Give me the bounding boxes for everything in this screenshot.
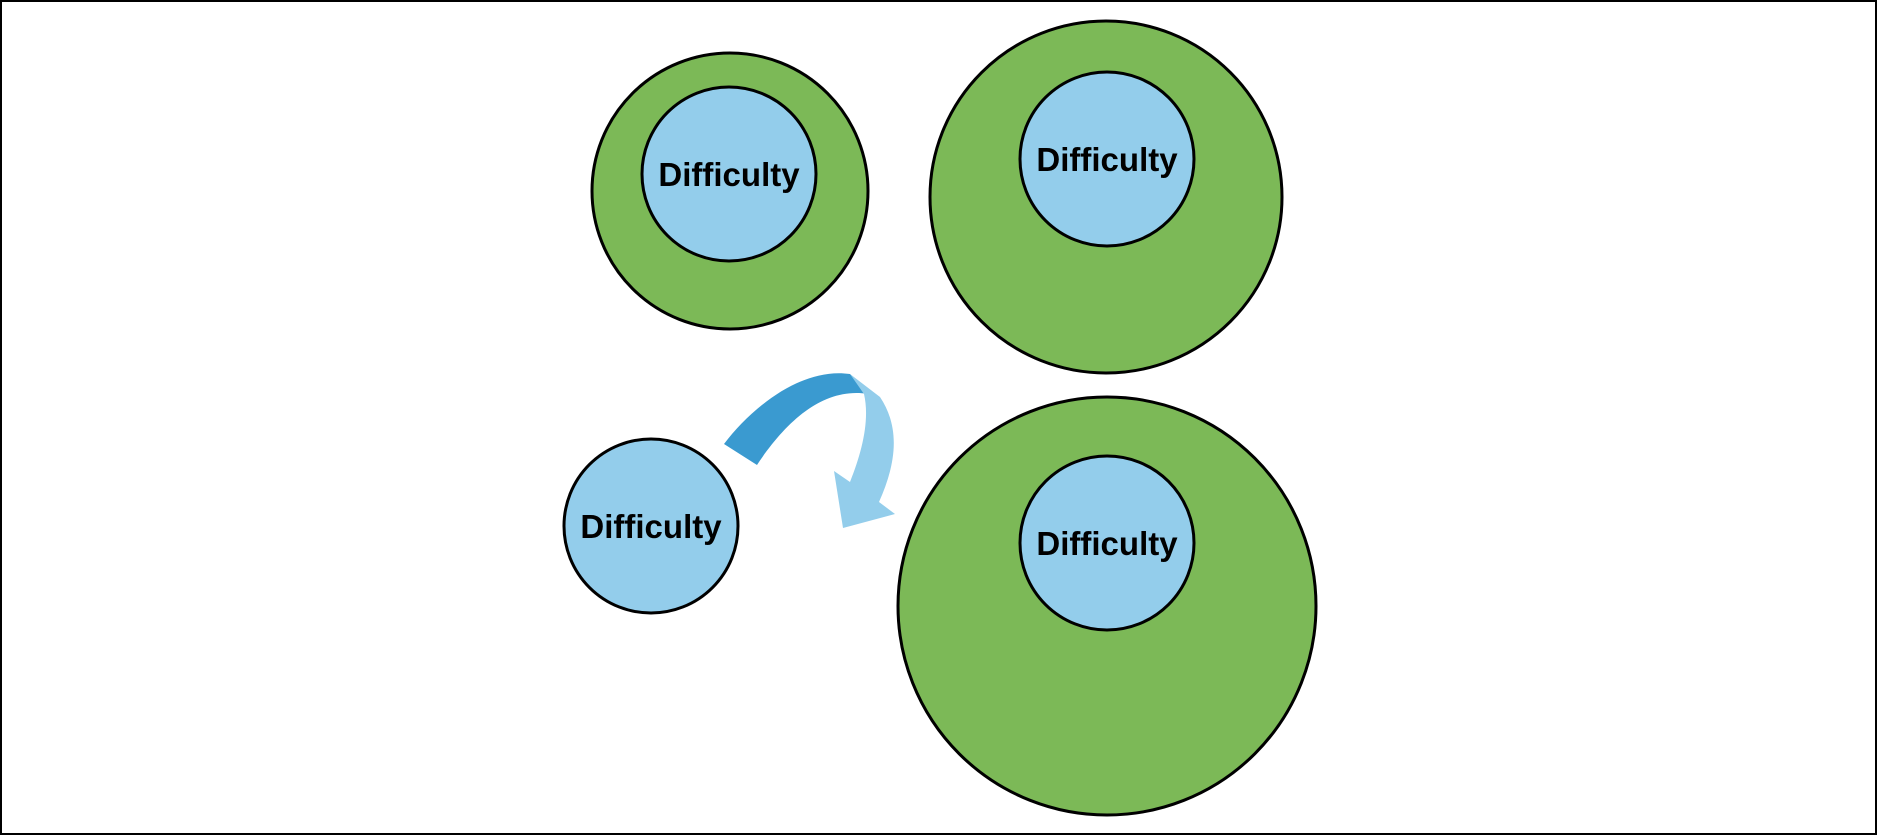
difficulty-label-2: Difficulty: [1036, 141, 1178, 178]
curved-arrow-dark-segment: [724, 373, 868, 465]
inner-circle-2: [1018, 70, 1196, 248]
difficulty-group-1: Difficulty: [590, 51, 870, 331]
difficulty-label-4: Difficulty: [1036, 525, 1178, 562]
curved-arrow-icon: [724, 373, 895, 528]
inner-circle-3: [562, 437, 740, 615]
difficulty-group-4: Difficulty: [896, 395, 1318, 817]
curved-arrow-light-head: [834, 374, 895, 528]
difficulty-label-1: Difficulty: [658, 156, 800, 193]
inner-circle-4: [1018, 454, 1196, 632]
difficulty-label-3: Difficulty: [580, 508, 722, 545]
inner-circle-1: [640, 85, 818, 263]
difficulty-group-2: Difficulty: [928, 19, 1284, 375]
difficulty-group-3: Difficulty: [562, 437, 740, 615]
